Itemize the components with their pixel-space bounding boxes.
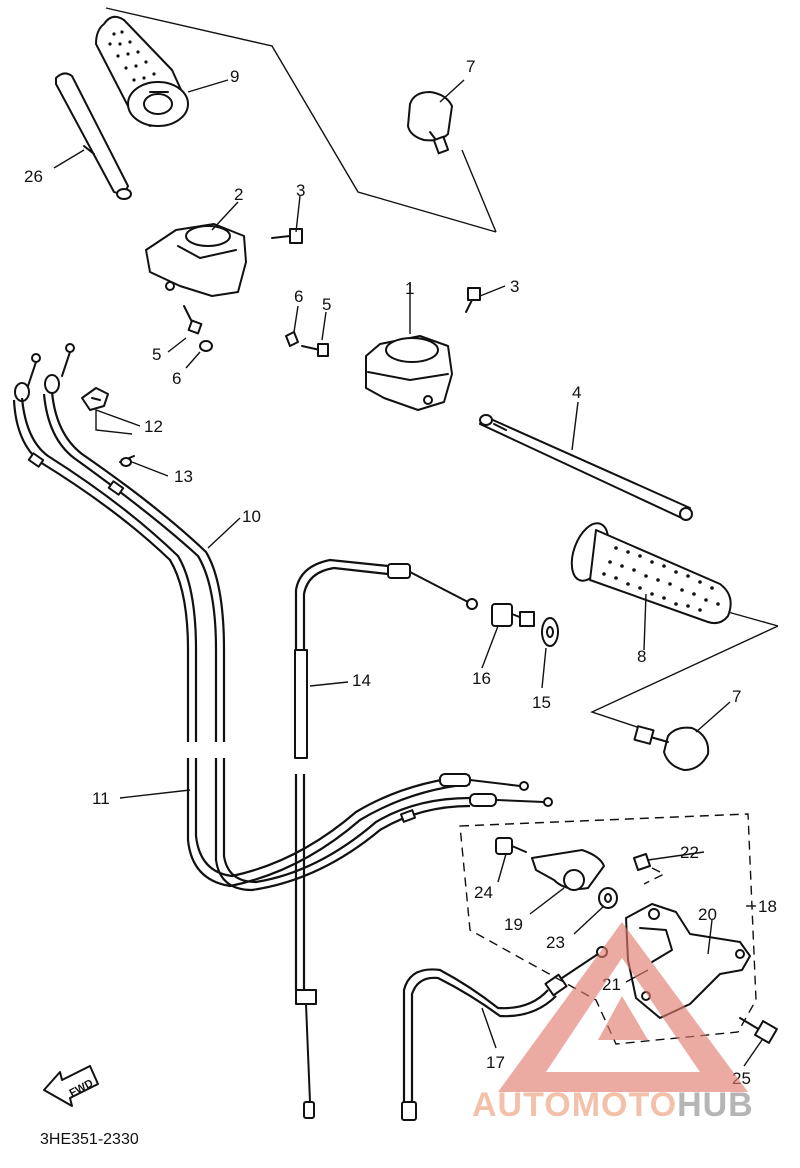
- callout-20: 20: [698, 905, 717, 924]
- screws-and-nuts: [119, 228, 481, 467]
- callout-7b: 7: [732, 687, 741, 706]
- bar-end-weight-top: [407, 91, 453, 155]
- callout-leaders: [53, 79, 763, 1067]
- callout-16: 16: [472, 669, 491, 688]
- callout-13: 13: [174, 467, 193, 486]
- callout-26: 26: [24, 167, 43, 186]
- callout-7a: 7: [466, 57, 475, 76]
- diagram-code: 3HE351-2330: [40, 1131, 139, 1148]
- right-switch-holder-part: [365, 335, 453, 411]
- callout-numbers: 1 2 3 3 4 5 5 6 6 7 7 8 9 10 11 12 13 14…: [24, 57, 777, 1088]
- watermark-brand: AUTOMOTOHUB: [472, 1086, 754, 1124]
- adjuster-parts: [491, 603, 559, 647]
- callout-15: 15: [532, 693, 551, 712]
- throttle-tube-part: [55, 72, 132, 200]
- callout-8: 8: [637, 647, 646, 666]
- throttle-grip-part: [95, 15, 189, 127]
- callout-1: 1: [405, 279, 414, 298]
- callout-23: 23: [546, 933, 565, 952]
- callout-2: 2: [234, 185, 243, 204]
- callout-17: 17: [486, 1053, 505, 1072]
- bar-end-weight-right: [633, 725, 710, 771]
- callout-12: 12: [144, 417, 163, 436]
- callout-5b: 5: [322, 295, 331, 314]
- callout-3a: 3: [296, 181, 305, 200]
- callout-18: 18: [758, 897, 777, 916]
- throttle-cables: [12, 343, 553, 892]
- callout-24: 24: [474, 883, 493, 902]
- callout-10: 10: [242, 507, 261, 526]
- callout-19: 19: [504, 915, 523, 934]
- callout-5a: 5: [152, 345, 161, 364]
- left-switch-holder-part: [145, 223, 247, 297]
- clutch-cable: [294, 558, 478, 1119]
- forward-direction-arrow: FWD: [43, 1065, 99, 1107]
- callout-9: 9: [230, 67, 239, 86]
- automotohub-watermark: AUTOMOTOHUB: [472, 922, 754, 1124]
- callout-4: 4: [572, 383, 581, 402]
- callout-14: 14: [352, 671, 371, 690]
- callout-11: 11: [92, 789, 110, 808]
- watermark-triangle-logo: [498, 922, 748, 1092]
- callout-6a: 6: [172, 369, 181, 388]
- cable-holder-part: [81, 387, 109, 411]
- callout-3b: 3: [510, 277, 519, 296]
- assembly-leader-lines: [105, 7, 779, 729]
- callout-22: 22: [680, 843, 699, 862]
- handlebar-grip-part: [570, 522, 732, 625]
- callout-6b: 6: [294, 287, 303, 306]
- handlebar-part: [479, 414, 693, 521]
